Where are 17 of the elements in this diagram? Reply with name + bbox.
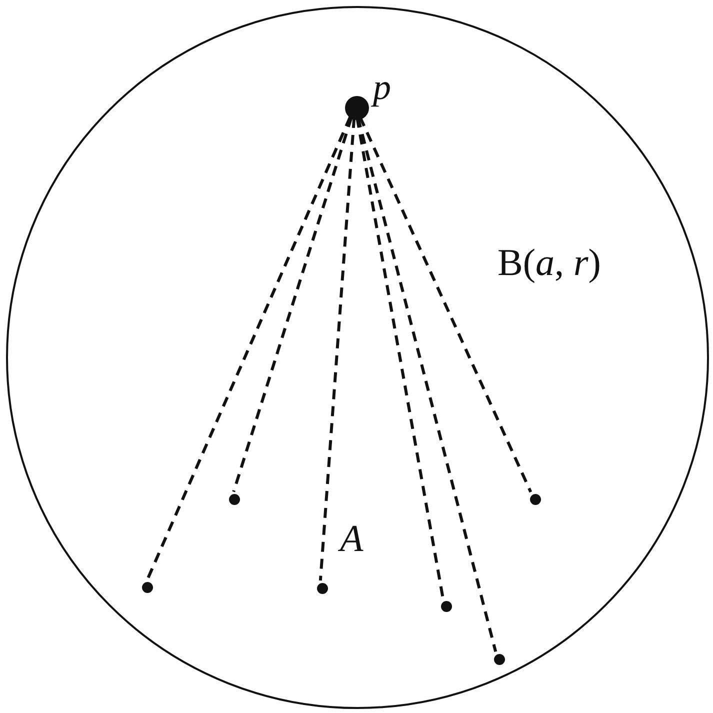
- dashed-line: [232, 117, 353, 492]
- dashed-line: [356, 117, 498, 652]
- set-label: A: [340, 517, 364, 561]
- dashed-line: [318, 118, 356, 581]
- point-dot: [228, 494, 240, 504]
- ball-label: B(a, r): [498, 240, 601, 284]
- ball-outline: [6, 6, 708, 708]
- point-dot: [440, 600, 452, 612]
- point-dot: [530, 494, 540, 504]
- point-dot: [494, 654, 504, 664]
- point-dot: [345, 96, 369, 120]
- point-label: p: [373, 66, 391, 108]
- dashed-line: [356, 118, 444, 599]
- point-dot: [142, 582, 152, 592]
- dashed-line: [358, 116, 532, 493]
- point-dot: [316, 582, 328, 594]
- dashed-line: [146, 116, 352, 581]
